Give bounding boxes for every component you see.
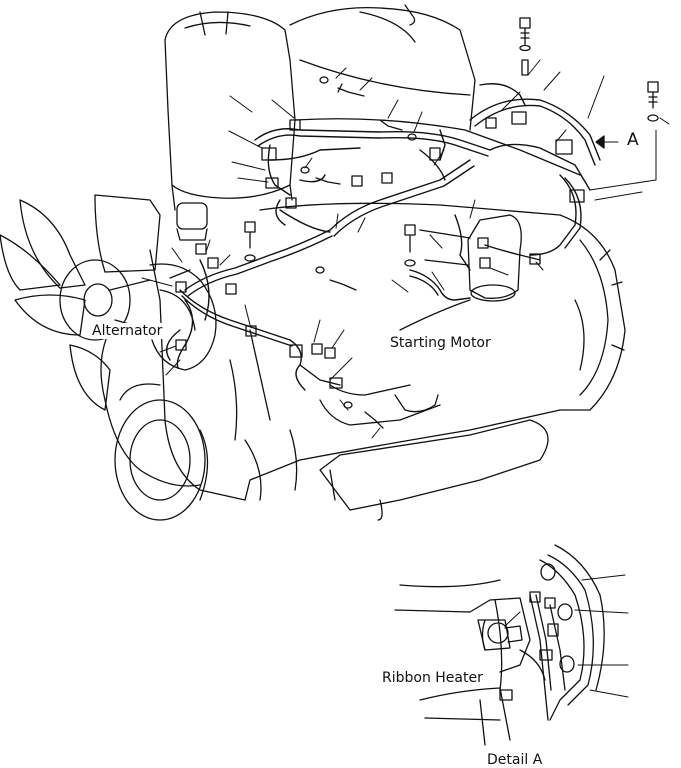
alternator-body [149,202,217,371]
detail-a-caption: Detail A [486,752,544,768]
engine-block [100,4,626,521]
alternator-label: Alternator [91,323,164,339]
leader-lines [141,59,670,439]
view-a-label: A [627,130,639,150]
cooling-fan [0,194,161,411]
detail-a-leaders [504,574,629,698]
starting-motor-label: Starting Motor [389,335,492,351]
view-a-arrowhead [595,135,605,149]
detail-a-drawing [394,544,605,746]
fasteners [175,17,659,429]
wiring-harness [166,83,601,391]
ribbon-heater-label: Ribbon Heater [381,670,484,686]
starting-motor-body [319,214,522,426]
